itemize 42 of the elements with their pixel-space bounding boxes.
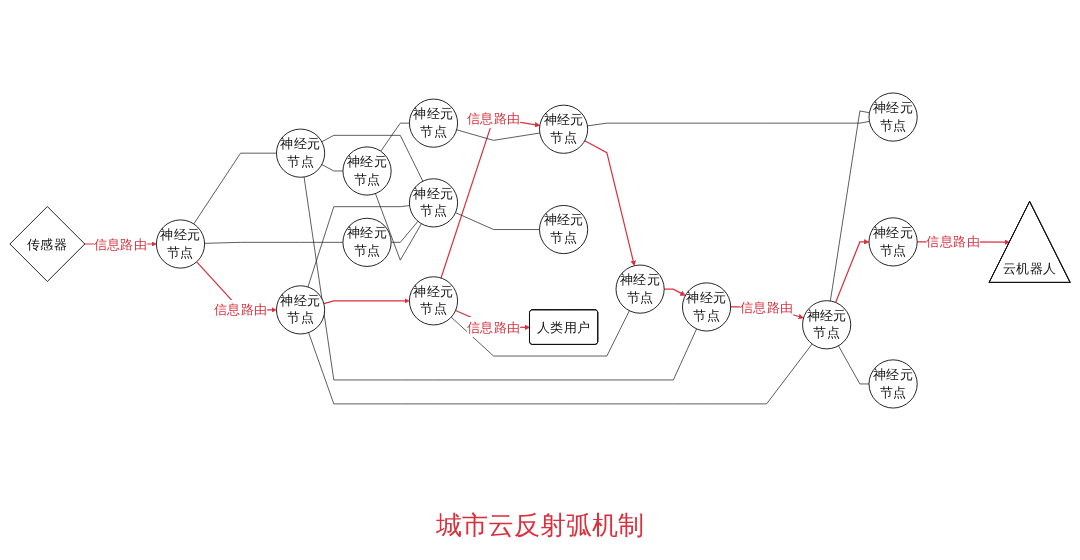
edge-label: 信息路由 [739,298,794,315]
connector [455,211,540,230]
node-circle [802,299,852,349]
arrow [584,139,636,266]
connector [829,110,870,301]
connector [308,331,813,404]
node-circle [342,217,392,267]
node-circle [276,284,326,334]
node-circle [868,92,918,142]
node-circle [539,204,589,254]
connector [375,192,422,261]
edge-label: 信息路由 [93,235,148,252]
node-circle [408,98,459,148]
node-circle [342,145,392,196]
connector [838,344,870,384]
node-circle [408,177,459,227]
connector [456,128,541,141]
connector [321,134,424,182]
node-circle [868,358,918,408]
arrow [835,238,870,303]
edge-label: 信息路由 [466,110,521,126]
node-circle [539,104,589,154]
connector [193,152,277,224]
connector [380,122,410,152]
node-circle [682,281,732,331]
connector [321,163,344,171]
connector [307,204,410,287]
node-circle [868,216,918,266]
node-circle [155,218,206,269]
edge-label: 信息路由 [466,318,521,335]
edge-label: 信息路由 [926,233,980,250]
connector [390,220,419,243]
node-circle [276,128,326,178]
arrow [323,297,410,304]
edge-label: 信息路由 [213,301,268,317]
node-circle [408,275,459,325]
connector [587,120,870,126]
caption: 城市云反射弧机制 [436,510,644,540]
node-diamond [9,205,86,282]
connector [204,241,344,244]
arrow [663,288,686,296]
node-circle [615,264,665,314]
